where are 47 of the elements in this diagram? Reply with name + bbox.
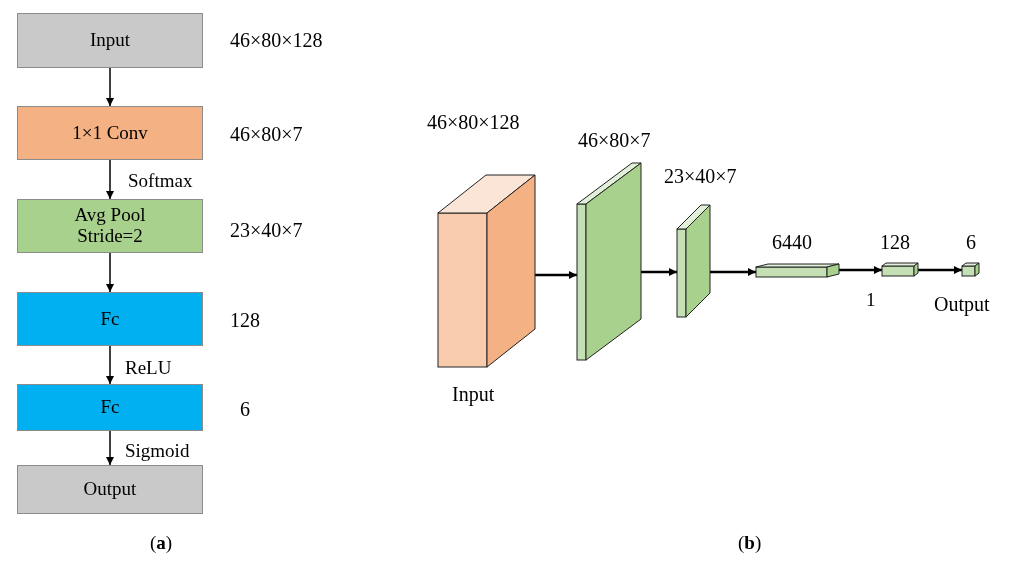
panel-label: (b) (738, 533, 762, 552)
layer-box (17, 13, 203, 68)
layer-label: Fc (99, 397, 121, 418)
layer-box (17, 384, 203, 431)
tensor-cuboid (677, 205, 710, 317)
layer-label: Output (82, 479, 138, 500)
tensor-cuboid (962, 263, 979, 276)
dimension-label: 23×40×7 (664, 166, 737, 186)
dimension-label: 46×80×7 (578, 130, 651, 150)
dimension-label: 128 (880, 232, 910, 252)
tensor-cuboid (577, 163, 641, 360)
arrow (710, 268, 756, 276)
layer-label: Fc (99, 308, 121, 330)
dimension-label: Output (934, 294, 990, 314)
layer-label: Input (88, 30, 132, 51)
arrow (839, 266, 882, 274)
edge-label: Sigmoid (125, 441, 190, 460)
dimension-label: 46×80×7 (230, 124, 303, 144)
layer-box (17, 199, 203, 253)
layer-box (17, 465, 203, 514)
dimension-label: 1 (866, 290, 876, 309)
panel-label: (a) (150, 533, 173, 552)
arrow (918, 266, 962, 274)
tensor-cuboid (756, 264, 839, 277)
arrow (641, 268, 677, 276)
dimension-label: 128 (230, 310, 260, 330)
tensor-cuboid (438, 175, 535, 367)
arrow (106, 159, 114, 200)
dimension-label: 23×40×7 (230, 220, 303, 240)
tensor-cuboid (882, 263, 918, 276)
edge-label: Softmax (128, 171, 193, 190)
dimension-label: Input (452, 384, 495, 404)
layer-label: Avg Pool Stride=2 (73, 205, 147, 247)
layer-label: 1×1 Conv (71, 122, 149, 144)
arrow (106, 430, 114, 466)
arrow (535, 271, 577, 279)
dimension-label: 46×80×128 (230, 30, 323, 50)
arrow (106, 345, 114, 385)
dimension-label: 46×80×128 (427, 112, 520, 132)
arrow (106, 67, 114, 107)
layer-box (17, 106, 203, 160)
arrow (106, 252, 114, 293)
dimension-label: 6 (240, 399, 250, 419)
dimension-label: 6 (966, 232, 976, 252)
dimension-label: 6440 (772, 232, 812, 252)
edge-label: ReLU (125, 358, 172, 377)
layer-box (17, 292, 203, 346)
